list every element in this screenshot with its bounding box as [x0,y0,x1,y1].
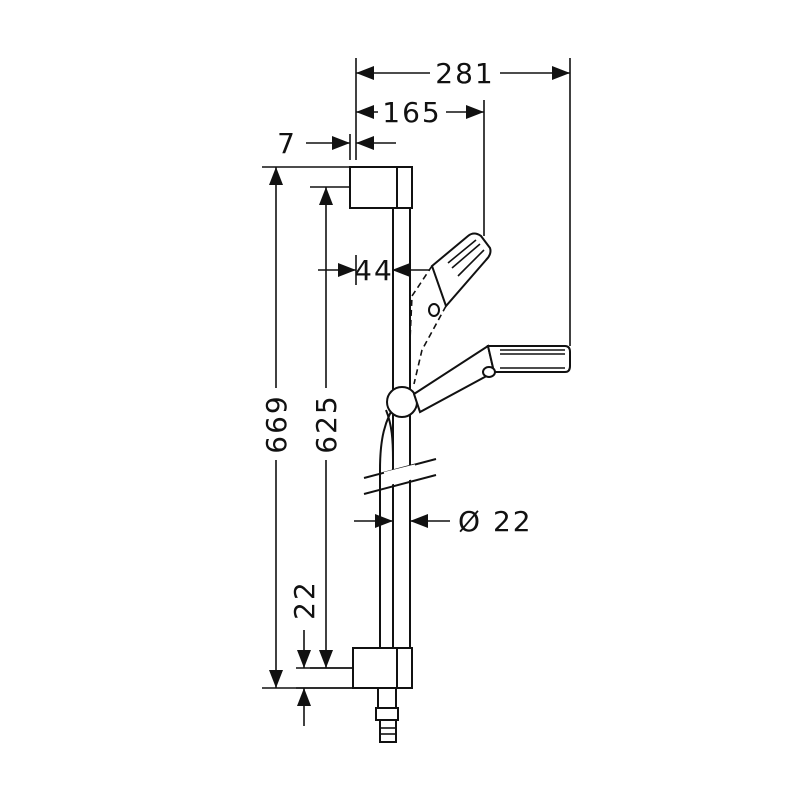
dimension-lines [262,58,571,726]
slider-knob [386,386,418,418]
dimension-handshower-reach: 165 [382,96,441,129]
hose-connector [375,687,399,743]
dimension-overall-reach: 281 [435,57,494,90]
break-mark [363,458,437,495]
dimension-bar-height: 625 [310,394,343,453]
top-wall-bracket [349,166,413,209]
dimension-labels: 281 165 7 44 669 625 22 Ø 22 [260,56,533,620]
hand-shower [412,344,571,414]
hand-shower-alternate-position [409,232,492,385]
dimension-bar-diameter: Ø 22 [458,505,533,538]
dimension-bracket-height: 22 [288,580,321,620]
dimension-total-height: 669 [260,394,293,453]
bottom-wall-bracket [352,647,413,689]
dimension-hose-offset: 44 [354,254,394,287]
dimension-wall-offset: 7 [277,127,297,160]
shower-rail-set [349,166,571,743]
